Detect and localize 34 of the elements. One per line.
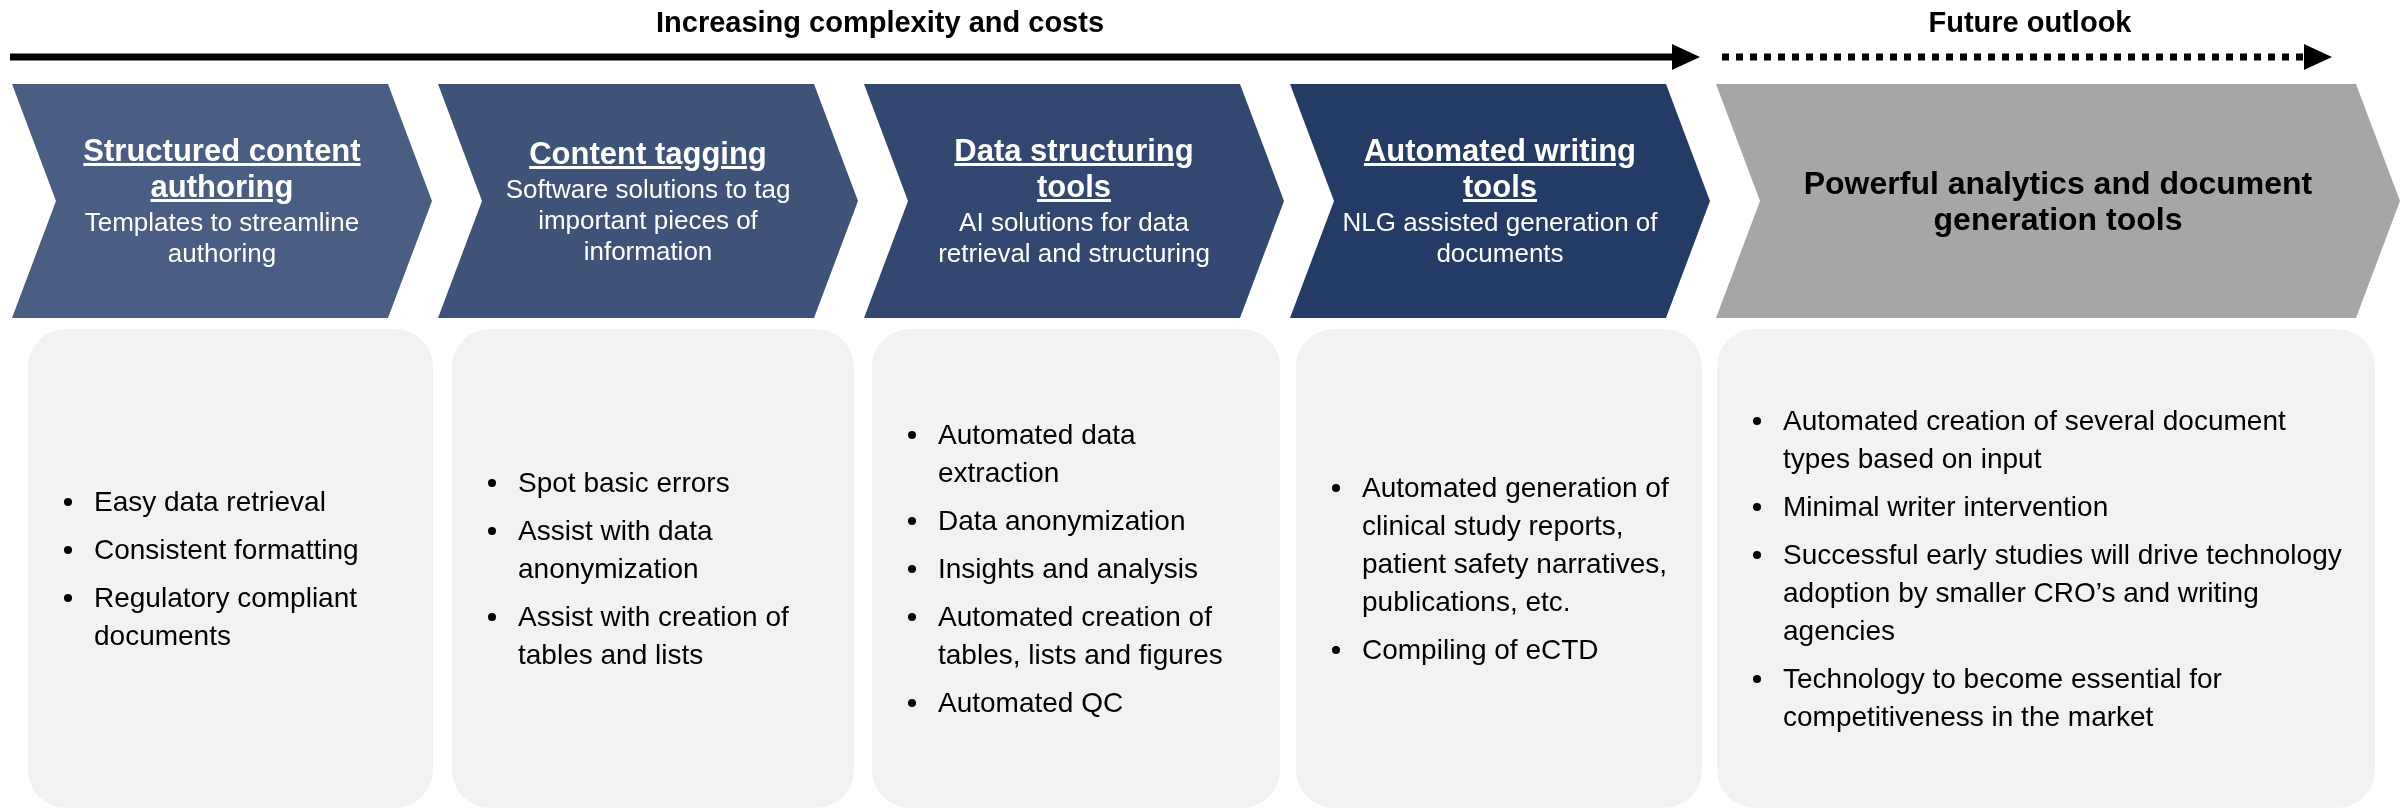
bullet-item: Data anonymization xyxy=(938,503,1186,538)
bullet-item: Minimal writer intervention xyxy=(1783,489,2109,524)
bullet-item: Successful early studies will drive technology adoption by smaller CRO’s and writing agencies xyxy=(1783,537,2343,648)
bullet-item: Automated creation of tables, lists and figures xyxy=(938,599,1224,672)
bullet-item: Automated data extraction xyxy=(938,417,1137,490)
bullet-item: Compiling of eCTD xyxy=(1362,632,1599,667)
card-background xyxy=(872,329,1280,808)
bullet-item: Automated generation of clinical study reports, patient safety narratives, publications, etc. xyxy=(1362,470,1670,619)
card-background xyxy=(1717,329,2375,808)
stage-heading: Automated writing tools xyxy=(1362,133,1638,205)
bullet-item: Automated QC xyxy=(938,685,1124,720)
stage-heading: Content tagging xyxy=(529,135,767,172)
card-background xyxy=(28,329,433,808)
card-background xyxy=(452,329,854,808)
bullet-item: Spot basic errors xyxy=(518,465,730,500)
bullet-item: Consistent formatting xyxy=(94,532,359,567)
stage-description: Templates to streamline authoring xyxy=(83,207,361,269)
stage-heading: Data structuring tools xyxy=(953,133,1195,205)
bullet-item: Assist with data anonymization xyxy=(518,513,714,586)
stage-description: AI solutions for data retrieval and structuring xyxy=(937,207,1211,269)
header-label: Increasing complexity and costs xyxy=(656,6,1104,39)
bullet-item: Technology to become essential for competitiveness in the market xyxy=(1783,661,2223,734)
bullet-item: Automated creation of several document types based on input xyxy=(1783,403,2287,476)
bullet-item: Regulatory compliant documents xyxy=(94,580,359,653)
stage-description: NLG assisted generation of documents xyxy=(1341,207,1659,269)
stage-heading: Structured content authoring xyxy=(82,133,362,205)
stage-description: Software solutions to tag important pieces of information xyxy=(504,173,792,267)
chevron-shape xyxy=(1716,84,2400,318)
bullet-item: Insights and analysis xyxy=(938,551,1198,586)
stage-heading: Powerful analytics and document generation tools xyxy=(1802,165,2314,237)
card-background xyxy=(1296,329,1702,808)
header-label: Future outlook xyxy=(1928,6,2132,39)
bullet-item: Easy data retrieval xyxy=(94,484,326,519)
bullet-item: Assist with creation of tables and lists xyxy=(518,599,790,672)
